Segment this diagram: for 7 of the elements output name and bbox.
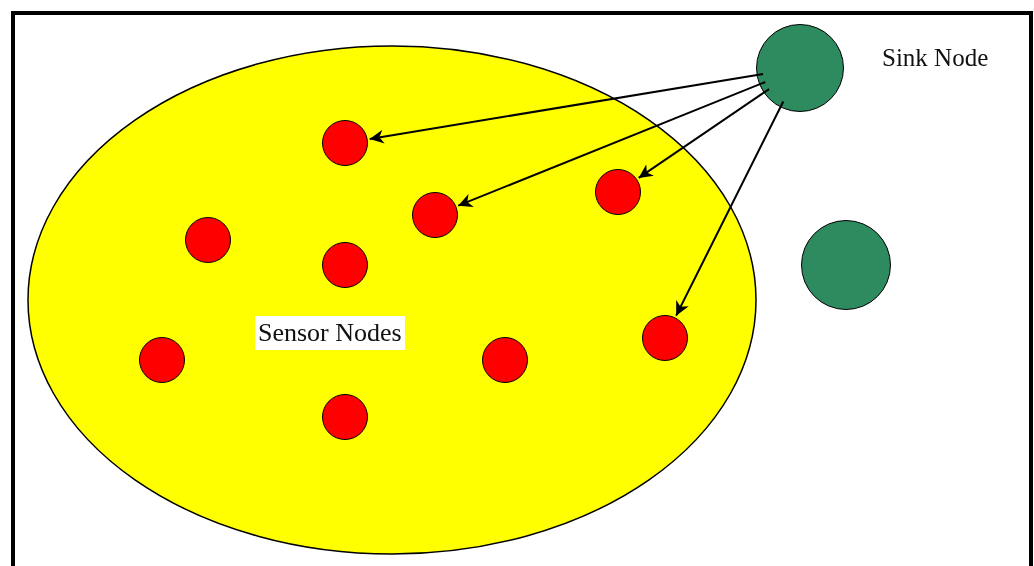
region-label: Sensor Nodes xyxy=(255,316,405,350)
arrow xyxy=(637,88,771,179)
sensor-field-ellipse xyxy=(27,45,757,555)
node-label: Sink Node xyxy=(882,44,989,72)
arrow xyxy=(457,80,767,207)
arrow xyxy=(675,100,785,317)
arrow xyxy=(368,73,765,144)
